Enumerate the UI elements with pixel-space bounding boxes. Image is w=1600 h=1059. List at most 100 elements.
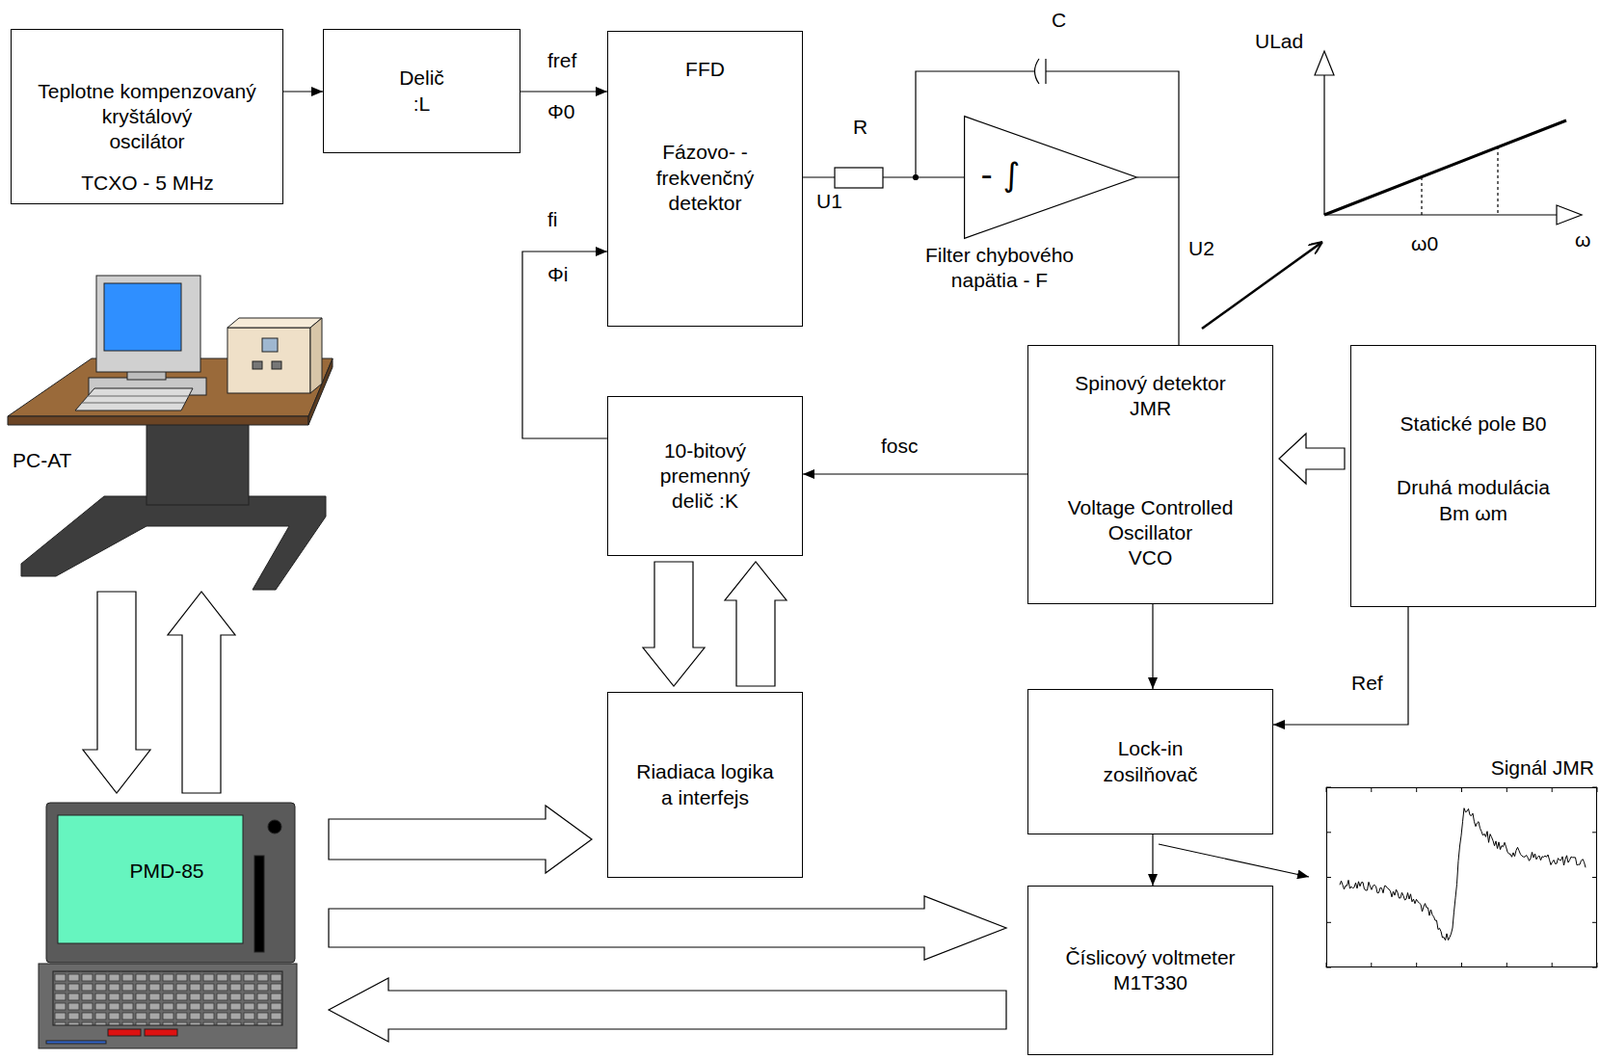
block-arrow: [642, 561, 705, 687]
tuning-graph: [1420, 177, 1422, 215]
pc-at-illustration: [310, 318, 322, 394]
computer-figure: PC-AT: [7, 273, 332, 592]
capacitor-feedback: [1035, 58, 1040, 84]
node-text: Delič :L: [391, 65, 454, 117]
node-text: PMD-85: [108, 858, 225, 884]
pc-at-illustration: [252, 361, 263, 370]
integrator-triangle: - ∫Filter chybového napätia - F: [963, 115, 1138, 240]
pmd-85-illustration: [107, 1029, 141, 1037]
block-arrow: [82, 591, 151, 794]
block-arrow: [328, 978, 1007, 1042]
tuning-graph: [1314, 51, 1334, 76]
signal-label: ω: [1573, 227, 1593, 252]
block-arrow: [328, 896, 1007, 960]
plot-ticks: [1326, 787, 1598, 968]
pmd-85-illustration: [267, 820, 282, 834]
signal-label: ULad: [1253, 28, 1306, 54]
signal-label: fi: [545, 207, 560, 232]
signal-line: [1273, 607, 1409, 725]
pc-at-illustration: [262, 338, 278, 352]
tuning-graph: [1201, 241, 1323, 329]
signal-line: [520, 90, 608, 92]
pc-at-illustration: [75, 388, 193, 411]
node-text: Druhá modulácia Bm ωm: [1386, 475, 1561, 527]
node-text: PC-AT: [12, 448, 100, 474]
divider-box: Delič :L: [322, 28, 521, 154]
pc-at-illustration: [146, 418, 249, 506]
signal-line: [1158, 844, 1309, 878]
node-text: Voltage Controlled Oscillator: [1054, 495, 1248, 547]
signal-label: fref: [545, 48, 579, 73]
block-arrow: [167, 591, 236, 794]
signal-label: C: [1049, 7, 1068, 32]
pmd-85-illustration: [46, 802, 295, 963]
divider-box: 10-bitový premenný delič :K: [607, 396, 803, 557]
node-text: Statické pole B0: [1377, 411, 1571, 437]
tuning-graph: [1556, 205, 1582, 225]
laptop-figure: PMD-85: [35, 800, 296, 1052]
node-text: VCO: [1054, 545, 1248, 571]
node-text: oscilátor: [26, 129, 268, 155]
signal-line: [1137, 177, 1179, 346]
node-text: - ∫: [971, 154, 1030, 196]
node-text: Filter chybového napätia - F: [903, 242, 1096, 294]
signal-line: [522, 251, 608, 439]
pmd-85-illustration: [254, 855, 265, 953]
edge-label: fosc: [879, 433, 921, 458]
signal-label: Φi: [545, 262, 570, 287]
node-text: Teplotne kompenzovaný kryštálový: [26, 79, 268, 131]
signal-line: [1151, 604, 1153, 690]
node-text: Spinový detektor JMR: [1061, 371, 1240, 423]
signal-plot: Signál JMR: [1326, 787, 1598, 968]
node-text: FFD: [628, 56, 783, 82]
edge-label: U1: [814, 188, 845, 214]
pmd-85-illustration: [46, 1040, 107, 1044]
signal-label: R: [851, 114, 870, 139]
nmr-signal-trace: [1326, 787, 1598, 968]
logic-box: Riadiaca logika a interfejs: [607, 692, 803, 879]
edge-label: Ref: [1349, 670, 1386, 695]
node-text: Lock-in zosilňovač: [1088, 736, 1214, 788]
pc-at-illustration: [227, 327, 311, 394]
pc-at-illustration: [104, 283, 182, 351]
pmd-85-illustration: [38, 963, 297, 1049]
voltmeter-box: Číslicový voltmeter M1T330: [1027, 885, 1274, 1056]
node-text: Riadiaca logika a interfejs: [632, 759, 779, 811]
pmd-85-illustration: [57, 815, 243, 944]
node-text: Číslicový voltmeter M1T330: [1054, 945, 1248, 997]
signal-line: [1151, 834, 1153, 886]
pc-at-illustration: [227, 318, 322, 328]
signal-line: [283, 90, 323, 92]
detector-box: FFD Fázovo- -frekvenčný detektor: [607, 30, 803, 327]
tuning-graph: [1324, 120, 1567, 215]
signal-label: ω0: [1409, 231, 1440, 256]
tuning-graph: [1496, 146, 1498, 215]
pc-at-illustration: [80, 396, 189, 403]
pmd-85-illustration: [53, 971, 283, 1026]
pmd-85-illustration: [38, 802, 297, 1049]
resistor-symbol: [834, 167, 883, 188]
node-text: 10-bitový premenný delič :K: [640, 438, 771, 515]
tuning-graph: [1201, 51, 1582, 329]
edge-label: U2: [1186, 236, 1217, 261]
pc-at-illustration: [7, 416, 309, 426]
block-arrow: [1279, 433, 1345, 484]
pc-at-illustration: [271, 361, 282, 370]
pmd-85-illustration: [144, 1029, 178, 1037]
vco-box: Spinový detektor JMR Voltage Controlled O…: [1027, 345, 1274, 605]
pc-at-illustration: [21, 496, 326, 590]
pc-at-illustration: [96, 275, 201, 373]
tuning-graph: [1324, 213, 1558, 215]
capacitor-feedback: [913, 175, 919, 181]
signal-label: Φ0: [545, 99, 577, 124]
pc-at-illustration: [7, 275, 333, 590]
nmr-signal-trace: [1339, 808, 1586, 941]
node-text: Signál JMR: [1405, 755, 1595, 781]
node-text: TCXO - 5 MHz: [31, 170, 264, 196]
node-text: Fázovo- -frekvenčný detektor: [633, 139, 778, 216]
field-box: Statické pole B0 Druhá modulácia Bm ωm: [1350, 345, 1597, 608]
oscillator-box: Teplotne kompenzovaný kryštálovýosciláto…: [10, 28, 284, 205]
block-arrow: [724, 561, 787, 687]
tuning-graph: [1323, 73, 1325, 215]
